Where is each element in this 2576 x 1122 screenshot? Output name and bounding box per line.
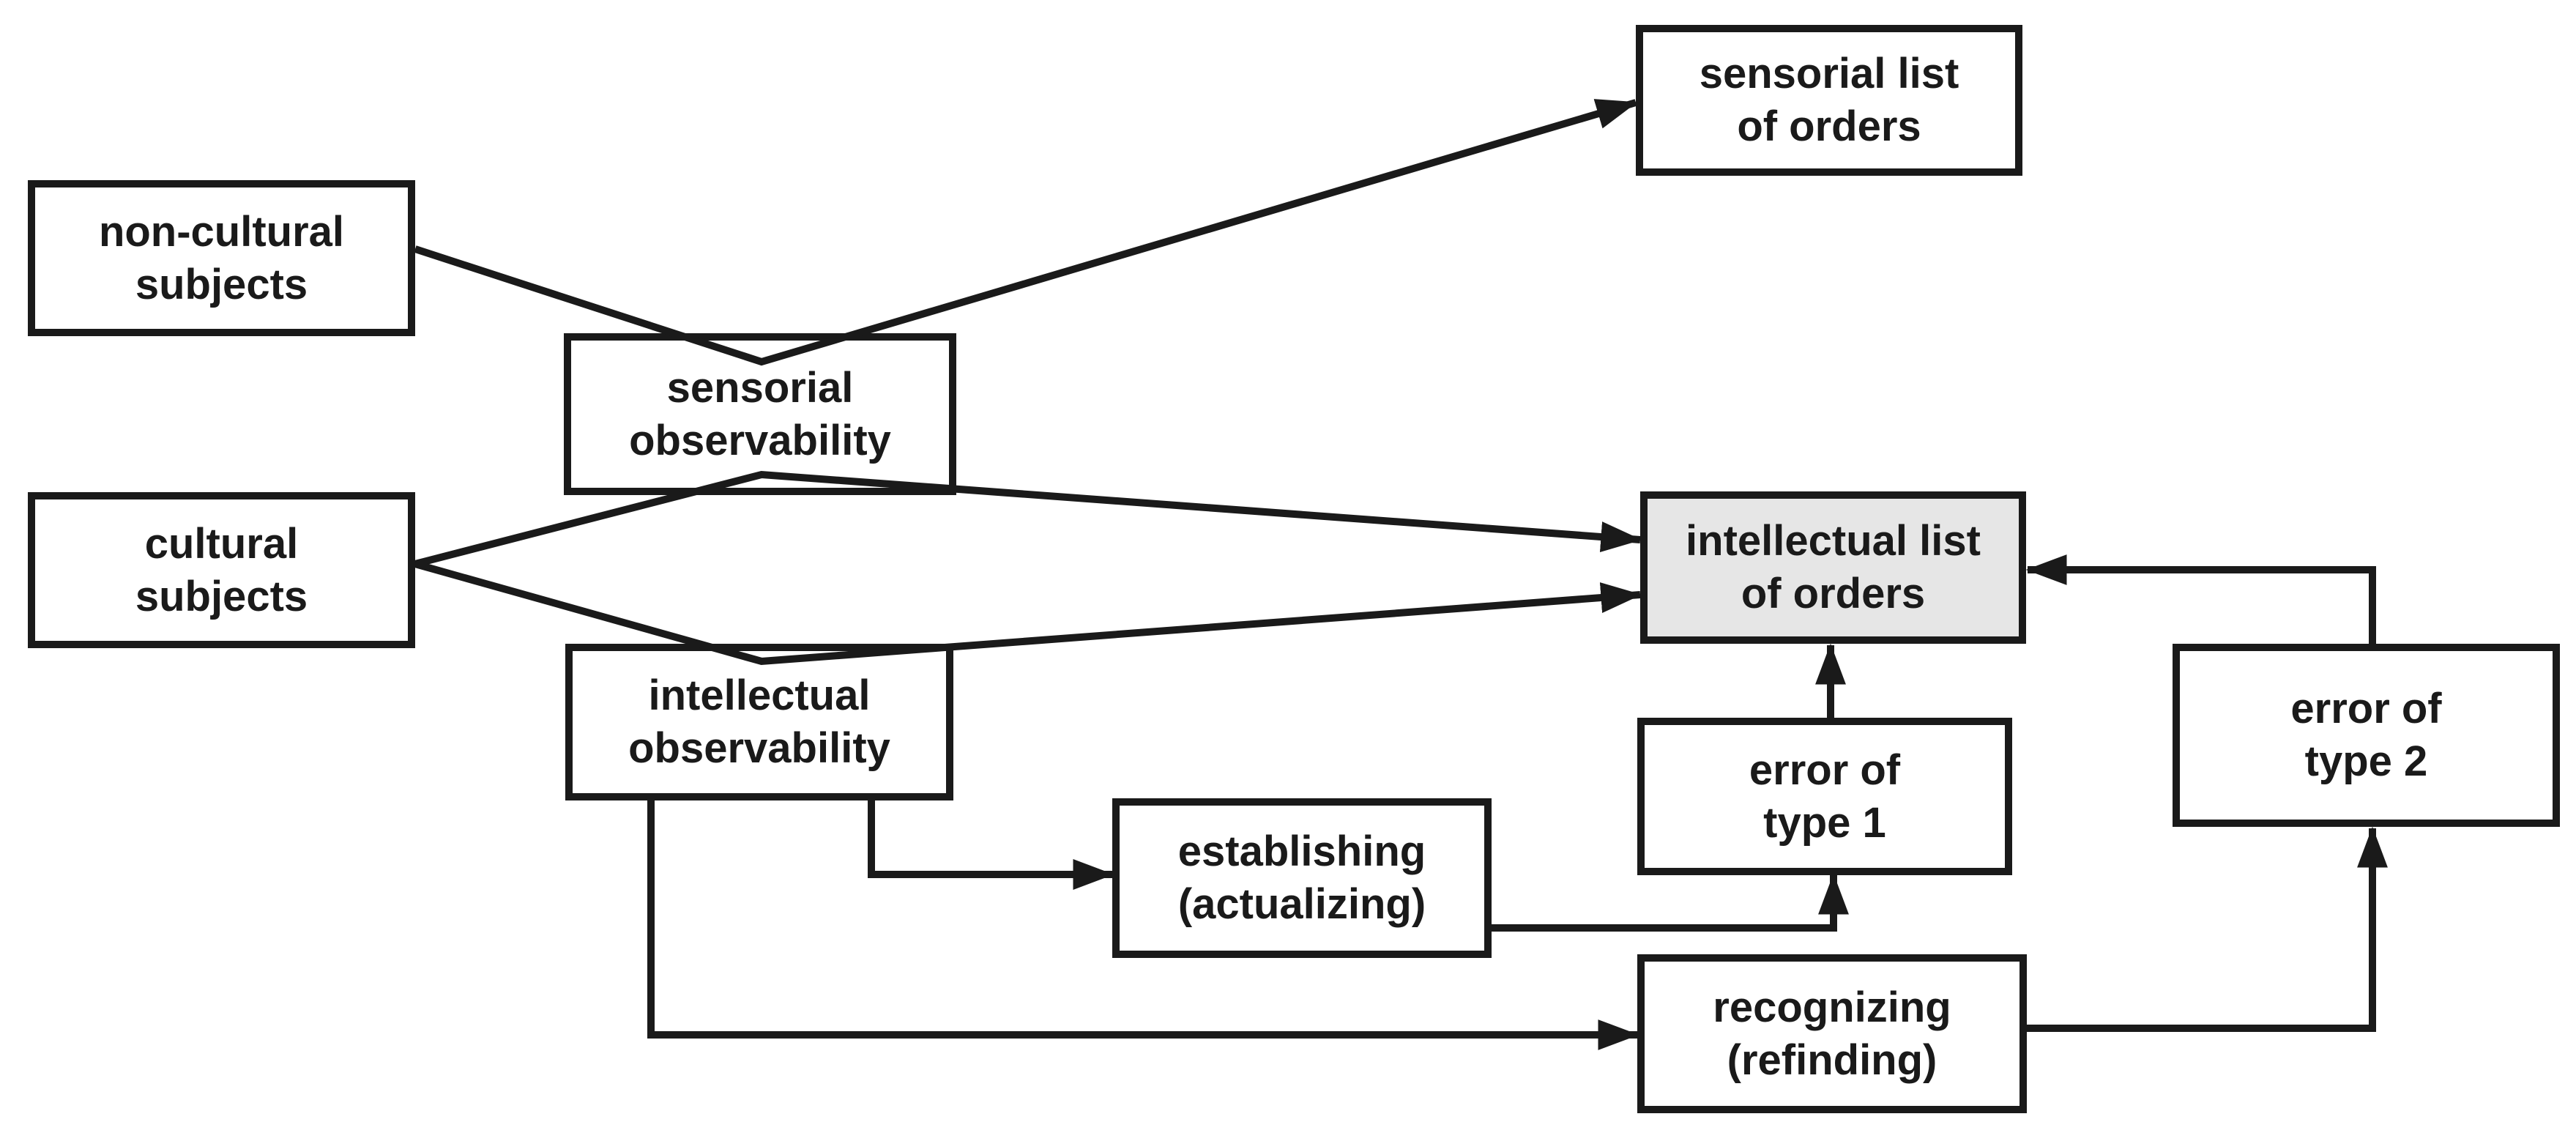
edge-establishing-to-error-type-1 xyxy=(1492,873,1849,932)
box-intellectual-list-of-orders: intellectual list of orders xyxy=(1640,491,2026,644)
box-label-line: error of xyxy=(2290,685,2442,732)
box-error-of-type-2: error of type 2 xyxy=(2173,644,2560,827)
box-establishing-actualizing: establishing (actualizing) xyxy=(1112,798,1492,958)
box-label-line: intellectual xyxy=(648,672,871,719)
edge-intellectual-observability-to-establishing xyxy=(868,800,1114,890)
box-label-line: recognizing xyxy=(1713,983,1951,1031)
box-label-line: (refinding) xyxy=(1727,1036,1937,1084)
box-error-of-type-1: error of type 1 xyxy=(1637,718,2012,875)
box-label-line: sensorial xyxy=(666,363,854,412)
box-cultural-subjects: cultural subjects xyxy=(28,492,415,648)
box-sensorial-list-of-orders: sensorial list of orders xyxy=(1636,25,2022,176)
box-label-line: type 1 xyxy=(1763,798,1886,847)
box-label-line: subjects xyxy=(135,572,308,620)
box-sensorial-observability: sensorial observability xyxy=(564,333,956,495)
box-intellectual-observability: intellectual observability xyxy=(565,644,953,800)
box-label-line: establishing xyxy=(1177,828,1426,875)
box-label-line: observability xyxy=(628,724,890,772)
box-non-cultural-subjects: non-cultural subjects xyxy=(28,180,415,336)
box-label-line: of orders xyxy=(1737,103,1921,150)
box-label-line: non-cultural xyxy=(98,207,345,256)
box-label-line: (actualizing) xyxy=(1177,880,1426,928)
box-recognizing-refinding: recognizing (refinding) xyxy=(1637,954,2027,1113)
edge-noncultural-to-sensorial-list xyxy=(414,99,1638,366)
edge-recognizing-to-error-type-2 xyxy=(2027,826,2388,1032)
box-label-line: subjects xyxy=(135,260,308,308)
edge-error-type-2-to-intellectual-list xyxy=(2025,554,2376,644)
box-label-line: of orders xyxy=(1741,570,1926,617)
box-label-line: type 2 xyxy=(2304,738,2428,785)
box-label-line: error of xyxy=(1749,746,1901,794)
box-label-line: cultural xyxy=(144,519,299,568)
box-label-line: sensorial list xyxy=(1699,50,1959,97)
box-label-line: observability xyxy=(629,416,891,464)
box-label-line: intellectual list xyxy=(1686,517,1981,565)
